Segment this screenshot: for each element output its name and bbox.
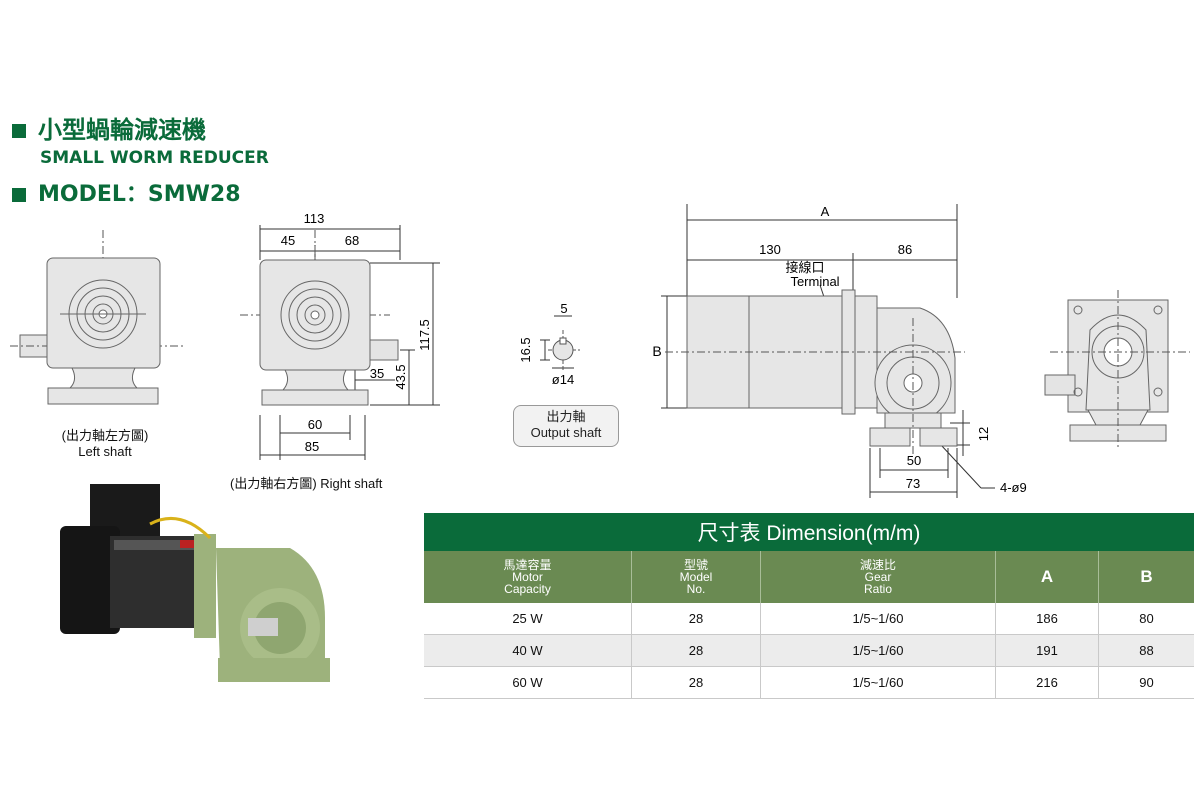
dim-60: 60 [308, 417, 322, 432]
title-en-heading: SMALL WORM REDUCER [40, 148, 269, 168]
title-cn-text: 小型蝸輪減速機 [38, 116, 206, 144]
output-shaft-caption-en: Output shaft [530, 425, 602, 440]
table-row: 60 W 28 1/5~1/60 216 90 [424, 666, 1194, 699]
cell-a: 191 [995, 634, 1099, 667]
left-shaft-caption-en: Left shaft [78, 444, 132, 459]
bullet-square-icon [12, 188, 26, 202]
dim-50: 50 [907, 453, 921, 468]
col-header-model-en1: Model [679, 570, 713, 584]
dim-85: 85 [305, 439, 319, 454]
dim-73: 73 [906, 476, 920, 491]
dim-117-5: 117.5 [417, 319, 432, 351]
bullet-square-icon [12, 124, 26, 138]
dim-12: 12 [976, 427, 991, 441]
col-header-capacity-cn: 馬達容量 [503, 558, 552, 572]
dim-35: 35 [370, 366, 384, 381]
cell-capacity: 60 W [424, 666, 632, 699]
left-shaft-caption: (出力軸左方圖) Left shaft [40, 428, 170, 460]
col-header-model-cn: 型號 [683, 558, 708, 572]
cell-model: 28 [631, 603, 761, 635]
cell-ratio: 1/5~1/60 [760, 603, 996, 635]
dim-130: 130 [759, 242, 781, 257]
dim-68: 68 [345, 233, 359, 248]
cell-a: 186 [995, 603, 1099, 635]
dim-45: 45 [281, 233, 295, 248]
cell-capacity: 25 W [424, 603, 632, 635]
cell-ratio: 1/5~1/60 [760, 634, 996, 667]
cell-capacity: 40 W [424, 634, 632, 667]
dim-113: 113 [304, 211, 325, 226]
dim-86: 86 [898, 242, 912, 257]
side-view-drawing: A 130 86 B 接線口 Terminal 12 50 73 4-ø9 [652, 204, 1027, 498]
output-shaft-drawing: 5 16.5 ø14 [518, 301, 580, 387]
dim-a: A [821, 204, 830, 219]
right-shaft-caption: (出力軸右方圖) Right shaft [230, 476, 383, 491]
terminal-label-en: Terminal [790, 274, 839, 289]
title-cn-heading: 小型蝸輪減速機 [12, 110, 206, 145]
end-view-drawing [1044, 290, 1190, 448]
cell-ratio: 1/5~1/60 [760, 666, 996, 699]
dim-b: B [652, 343, 661, 359]
col-header-capacity-en1: Motor [512, 570, 543, 584]
table-title: 尺寸表 Dimension(m/m) [424, 513, 1194, 551]
dim-5: 5 [560, 301, 567, 316]
dim-o14: ø14 [552, 372, 574, 387]
col-header-capacity-en2: Capacity [504, 582, 551, 596]
dim-16-5: 16.5 [518, 337, 533, 362]
output-shaft-caption-cn: 出力軸 [546, 409, 586, 424]
table-row: 25 W 28 1/5~1/60 186 80 [424, 603, 1194, 635]
right-shaft-drawing: 113 45 68 117.5 43.5 35 60 85 [240, 211, 440, 460]
left-shaft-drawing [10, 230, 185, 405]
cell-model: 28 [631, 666, 761, 699]
cell-b: 90 [1098, 666, 1194, 699]
col-header-model-en2: No. [686, 582, 706, 596]
table-row: 40 W 28 1/5~1/60 191 88 [424, 634, 1194, 667]
model-text: MODEL：SMW28 [38, 182, 241, 207]
output-shaft-caption: 出力軸 Output shaft [513, 405, 619, 447]
cell-model: 28 [631, 634, 761, 667]
terminal-label-cn: 接線口 [785, 260, 824, 275]
product-photo [60, 484, 330, 682]
cell-b: 80 [1098, 603, 1194, 635]
dim-holes: 4-ø9 [1000, 480, 1027, 495]
col-header-ratio-en1: Gear [864, 570, 892, 584]
left-shaft-caption-cn: (出力軸左方圖) [61, 428, 149, 443]
cell-a: 216 [995, 666, 1099, 699]
col-header-b: B [1098, 551, 1194, 603]
col-header-ratio-en2: Ratio [863, 582, 892, 596]
col-header-a: A [995, 551, 1099, 603]
model-heading: MODEL：SMW28 [12, 176, 241, 208]
cell-b: 88 [1098, 634, 1194, 667]
dim-43-5: 43.5 [393, 364, 408, 389]
col-header-ratio-cn: 減速比 [859, 558, 896, 572]
